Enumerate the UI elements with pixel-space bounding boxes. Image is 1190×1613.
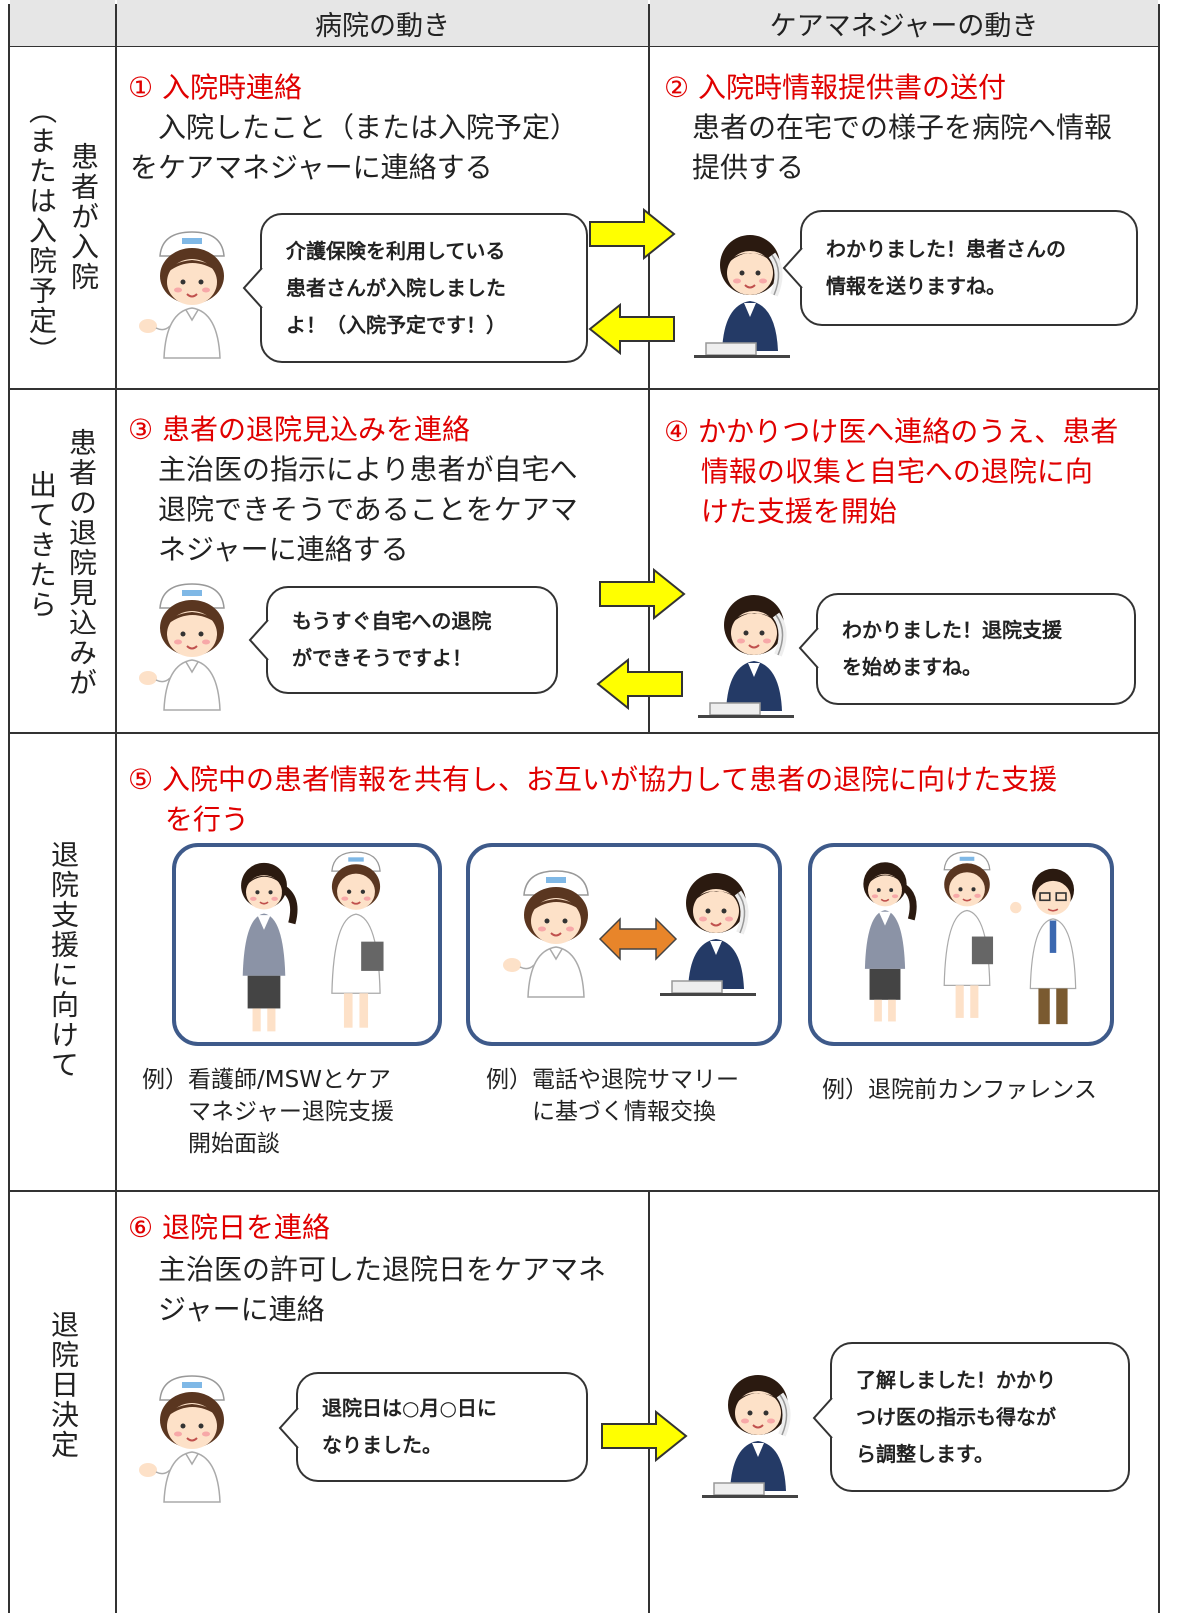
bubble-tail [242, 267, 263, 309]
row2-label-main: 患者の退院見込みが [65, 428, 98, 698]
row4-divider [648, 1190, 650, 1613]
row1-right-title: ② 入院時情報提供書の送付 [664, 71, 1007, 104]
row2-right-bubble: わかりました！退院支援 を始めますね。 [816, 593, 1136, 705]
border-left [8, 4, 10, 1613]
caption-meeting: 例）看護師/MSWとケア マネジャー退院支援 開始面談 [142, 1067, 394, 1157]
row1-bottom-line [8, 388, 1160, 390]
row1-left-bubble: 介護保険を利用している 患者さんが入院しました よ！（入院予定です！） [260, 213, 588, 363]
row1-left-body: 入院したこと（または入院予定） をケアマネジャーに連絡する [130, 111, 579, 184]
row4-left-title: ⑥ 退院日を連絡 [128, 1211, 331, 1244]
caremanager-icon [214, 853, 314, 1033]
arrow-right-icon [601, 1411, 687, 1461]
arrow-left-icon [597, 659, 683, 709]
header-caremanager: ケアマネジャーの動き [650, 0, 1158, 46]
row2-left-bubble: もうすぐ自宅への退院 ができそうですよ！ [266, 586, 558, 694]
row1-right-bubble: わかりました！患者さんの 情報を送りますね。 [800, 210, 1138, 326]
row4-left-body: 主治医の許可した退院日をケアマネ ジャーに連絡 [158, 1253, 607, 1326]
row1-label-main: 患者が入院 [67, 142, 100, 292]
row1-left-title: ① 入院時連絡 [128, 71, 303, 104]
bubble-tail [798, 627, 819, 669]
header-corner [10, 0, 115, 46]
row3-title: ⑤ 入院中の患者情報を共有し、お互いが協力して患者の退院に向けた支援 を行う [128, 763, 1058, 836]
row4-right-bubble: 了解しました！かかり つけ医の指示も得なが ら調整します。 [830, 1342, 1130, 1492]
illustration-frame-phone [466, 843, 782, 1046]
bubble-tail [812, 1397, 833, 1439]
row2-label-sub: 出てきたら [25, 470, 58, 620]
bubble-tail [278, 1407, 299, 1449]
row4-label-main: 退院日決定 [47, 1310, 80, 1460]
bubble-tail [248, 619, 269, 661]
row2-left-title: ③ 患者の退院見込みを連絡 [128, 413, 471, 446]
header-hospital: 病院の動き [117, 0, 648, 46]
caremanager-phone-icon [704, 585, 804, 725]
row1-label-sub: （または入院予定） [25, 96, 58, 366]
caption-phone: 例）電話や退院サマリー に基づく情報交換 [486, 1067, 739, 1125]
doctor-icon [1009, 867, 1077, 1025]
caremanager-phone-icon [666, 863, 766, 1003]
nurse-icon [502, 870, 589, 998]
caremanager-phone-icon [708, 1365, 808, 1505]
illustration-frame-meeting [172, 843, 442, 1046]
row4-left-bubble: 退院日は○月○日に なりました。 [296, 1372, 588, 1482]
row1-right-body: 患者の在宅での様子を病院へ情報 提供する [692, 111, 1113, 184]
double-arrow-icon [598, 917, 678, 961]
row2-divider [648, 388, 650, 732]
row2-bottom-line [8, 732, 1160, 734]
row3-bottom-line [8, 1190, 1160, 1192]
border-right [1158, 4, 1160, 1613]
row3-label-main: 退院支援に向けて [47, 840, 80, 1080]
caremanager-phone-icon [700, 225, 800, 365]
caption-conference: 例）退院前カンファレンス [822, 1077, 1097, 1103]
arrow-right-icon [589, 209, 675, 259]
nurse-icon [138, 231, 225, 359]
caremanager-icon [840, 853, 930, 1023]
bubble-tail [782, 247, 803, 289]
arrow-right-icon [599, 569, 685, 619]
illustration-frame-conference [808, 843, 1114, 1046]
nurse-icon [138, 583, 225, 711]
nurse-icon [331, 851, 385, 1029]
nurse-icon [138, 1375, 225, 1503]
arrow-left-icon [589, 304, 675, 354]
row2-right-title: ④ かかりつけ医へ連絡のうえ、患者 情報の収集と自宅への退院に向 けた支援を開始 [664, 415, 1119, 528]
row2-left-body: 主治医の指示により患者が自宅へ 退院できそうであることをケアマ ネジャーに連絡す… [158, 453, 578, 566]
header-bottom-line [8, 45, 1160, 47]
nurse-icon [943, 851, 994, 1019]
header-divider [648, 4, 650, 46]
label-column-divider [115, 4, 117, 1613]
